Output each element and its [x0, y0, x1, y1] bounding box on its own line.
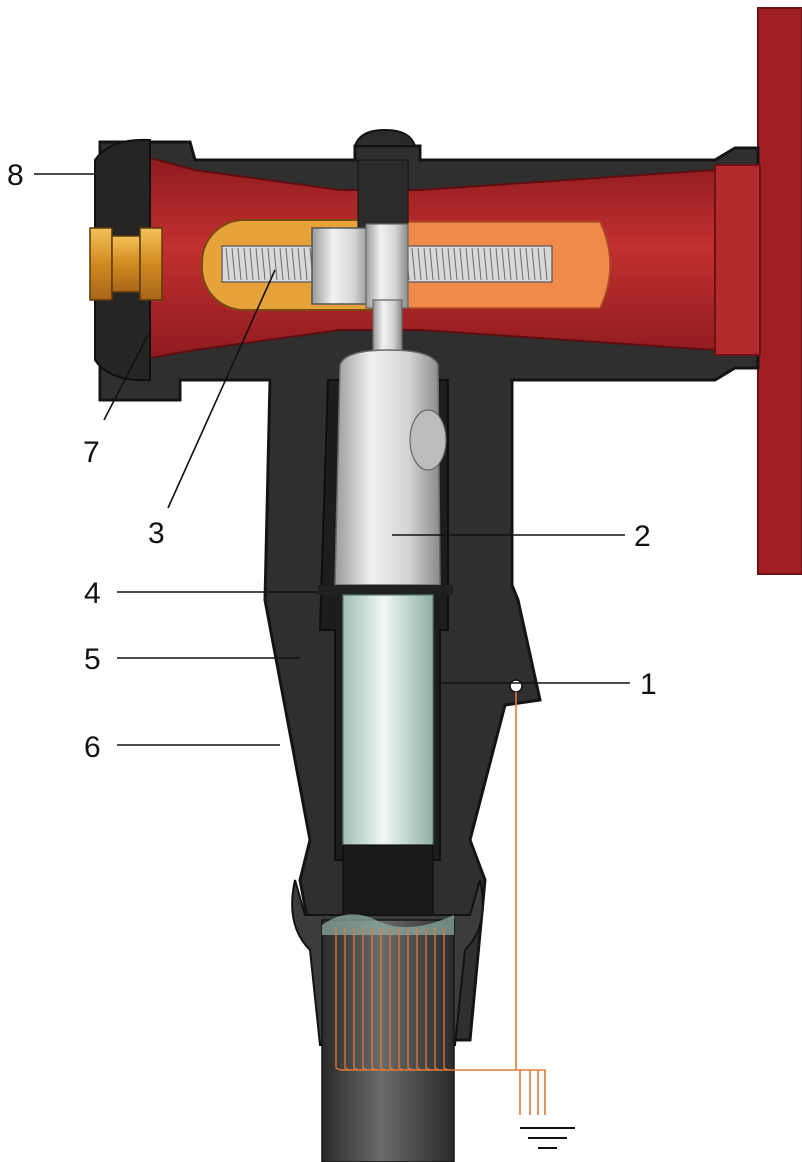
top-knob — [353, 128, 417, 147]
stud-thread — [243, 247, 248, 281]
stud-thread — [267, 247, 272, 281]
jacket-wavy-top — [322, 914, 454, 935]
callout-5: 5 — [84, 643, 101, 676]
stud-thread — [231, 247, 236, 281]
stud-thread — [495, 247, 500, 281]
stud-thread — [519, 247, 524, 281]
stud-thread — [477, 247, 482, 281]
callout-1: 1 — [640, 668, 657, 701]
stud-thread — [543, 247, 548, 281]
ground-lug-hole — [509, 679, 523, 693]
stud-thread — [429, 247, 434, 281]
cable-insulation — [342, 594, 434, 846]
leader-lines — [34, 173, 630, 746]
stud-thread — [225, 247, 230, 281]
stud-thread — [501, 247, 506, 281]
stud-thread — [459, 247, 464, 281]
screen-wire — [335, 928, 341, 1071]
callout-3: 3 — [148, 517, 165, 550]
stud-thread — [465, 247, 470, 281]
semicon-screen — [342, 844, 434, 916]
brass-nut — [89, 227, 163, 301]
lug-bolt-head — [409, 409, 447, 471]
red-flange — [714, 164, 761, 356]
callout-2: 2 — [634, 520, 651, 553]
washer — [365, 223, 409, 309]
stud-thread — [447, 247, 452, 281]
stud-thread — [537, 247, 542, 281]
stud-thread — [417, 247, 422, 281]
cable-jacket — [321, 919, 455, 1162]
stud-thread — [531, 247, 536, 281]
stud-thread — [513, 247, 518, 281]
stud-thread — [285, 247, 290, 281]
ground-symbol-icon — [520, 1127, 575, 1149]
cable-lug — [334, 349, 441, 586]
semicon-ring — [318, 585, 453, 595]
callout-7: 7 — [83, 436, 100, 469]
stud-thread — [471, 247, 476, 281]
callout-6: 6 — [84, 731, 101, 764]
mounting-panel — [757, 7, 802, 575]
stud-thread — [291, 247, 296, 281]
stud-thread — [261, 247, 266, 281]
stud-thread — [489, 247, 494, 281]
stud-thread — [273, 247, 278, 281]
stud-thread — [279, 247, 284, 281]
hex-nut — [311, 227, 373, 305]
stud-thread — [441, 247, 446, 281]
stud-thread — [411, 247, 416, 281]
stud-thread — [237, 247, 242, 281]
stud-thread — [303, 247, 308, 281]
stud-thread — [249, 247, 254, 281]
stud-thread — [453, 247, 458, 281]
stud-thread — [483, 247, 488, 281]
stud-thread — [423, 247, 428, 281]
stud-thread — [507, 247, 512, 281]
stud-thread — [297, 247, 302, 281]
stud-thread — [525, 247, 530, 281]
callout-4: 4 — [84, 577, 101, 610]
callout-8: 8 — [7, 159, 24, 192]
stud-thread — [255, 247, 260, 281]
stud-thread — [435, 247, 440, 281]
ground-wire — [340, 692, 546, 1115]
